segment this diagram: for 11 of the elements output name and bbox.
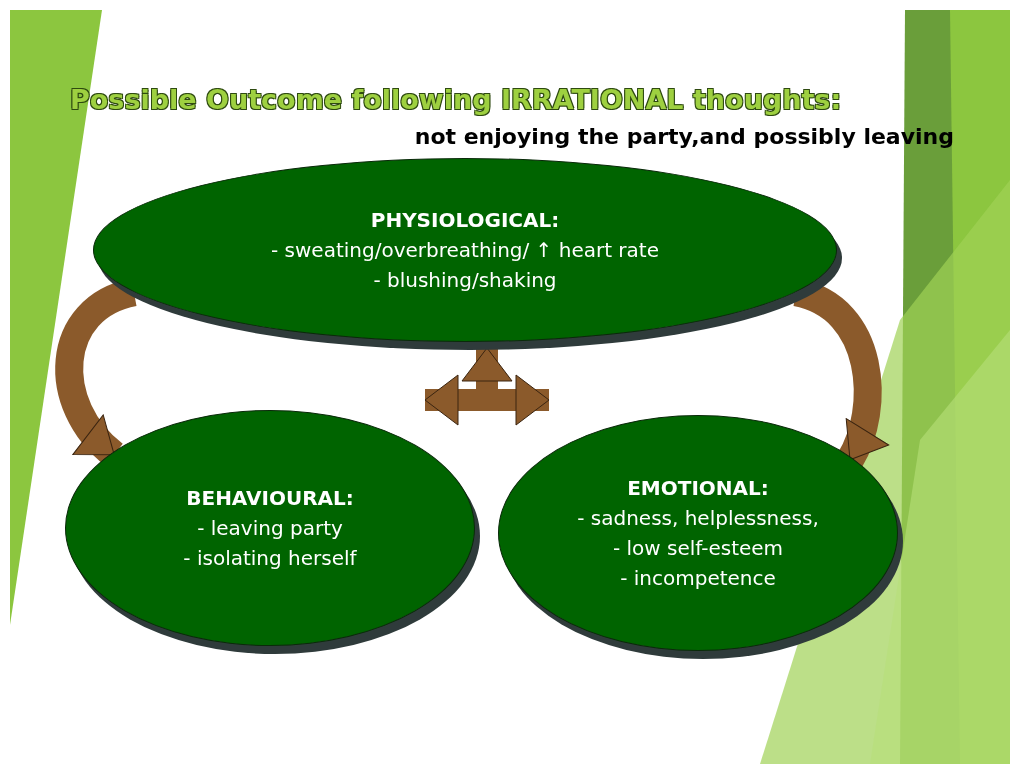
- node-text: - incompetence: [620, 565, 776, 592]
- node-text: - sweating/overbreathing/ ↑ heart rate: [271, 237, 659, 264]
- node-text: - leaving party: [197, 515, 343, 542]
- node-heading: EMOTIONAL:: [627, 475, 769, 502]
- node-text: - low self-esteem: [612, 535, 784, 562]
- node-text: - sadness, helplessness,: [577, 505, 819, 532]
- node-text: - isolating herself: [183, 545, 357, 572]
- node-text: - blushing/shaking: [373, 267, 557, 294]
- block-arrow: [424, 374, 550, 426]
- node-heading: PHYSIOLOGICAL:: [370, 207, 560, 234]
- node-heading: BEHAVIOURAL:: [186, 485, 354, 512]
